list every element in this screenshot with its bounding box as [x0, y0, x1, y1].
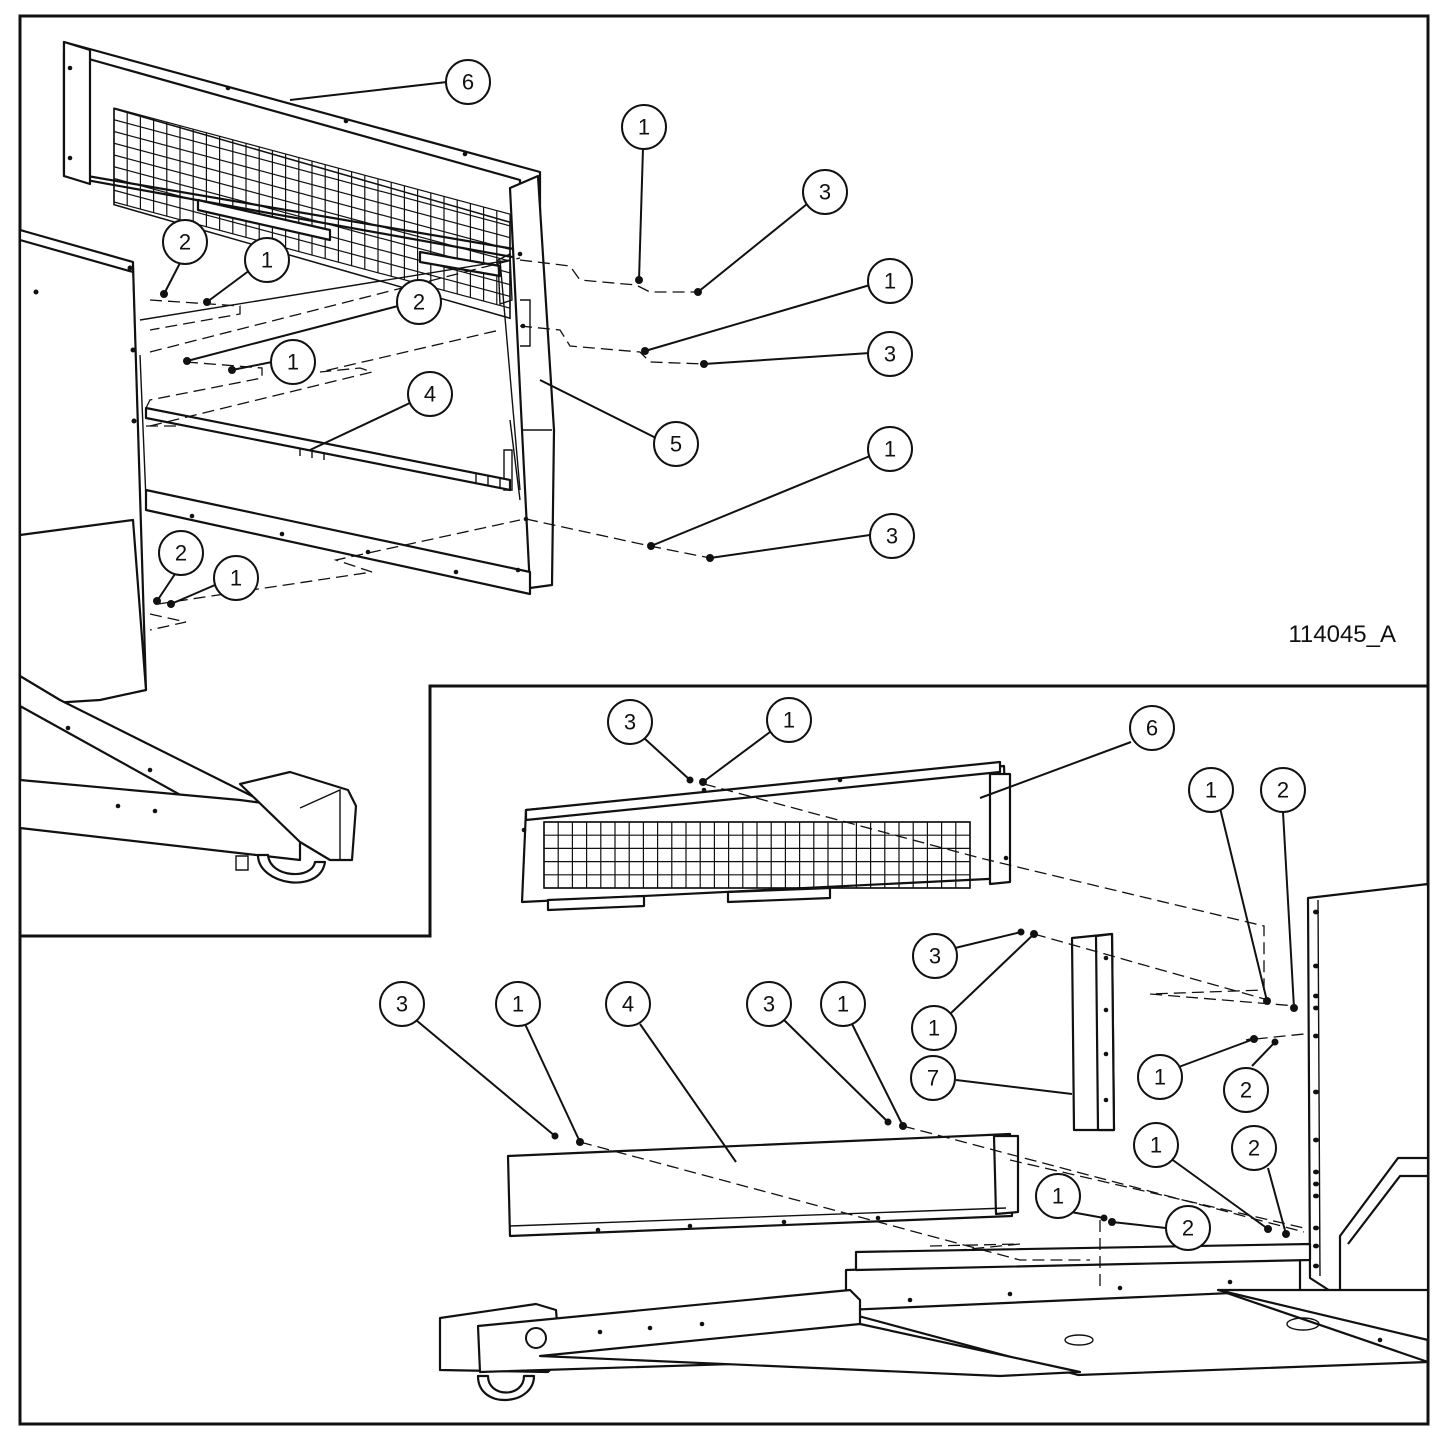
lower-assembly-lines [579, 783, 1305, 1290]
callout-label: 2 [413, 290, 425, 315]
callout-u1f: 1 [213, 555, 259, 601]
callout-label: 1 [783, 708, 795, 733]
upper-front-panel [139, 252, 521, 501]
callout-l2c: 2 [1231, 1125, 1277, 1171]
callout-label: 2 [1182, 1216, 1194, 1241]
upper-base-frame [18, 674, 358, 884]
callout-label: 1 [287, 350, 299, 375]
callout-l1h: 1 [1035, 1173, 1081, 1219]
callout-u2c: 2 [158, 530, 204, 576]
callout-label: 3 [819, 180, 831, 205]
upper-cabinet [18, 228, 148, 707]
callout-label: 1 [928, 1016, 940, 1041]
callout-label: 1 [1154, 1065, 1166, 1090]
callout-label: 3 [929, 944, 941, 969]
callout-label: 7 [927, 1066, 939, 1091]
upper-side-panel [508, 174, 556, 590]
upper-view: 6 1 3 2 1 1 2 3 1 4 5 1 3 2 1 114045_A [18, 40, 1396, 884]
callout-u1b: 1 [244, 237, 290, 283]
callout-l4: 4 [605, 981, 651, 1027]
callout-l3b: 3 [912, 933, 958, 979]
callout-label: 1 [1150, 1133, 1162, 1158]
callout-l7: 7 [910, 1055, 956, 1101]
callout-label: 4 [622, 992, 634, 1017]
callout-u3b: 3 [867, 331, 913, 377]
lower-boom [438, 1288, 1082, 1402]
callout-l1d: 1 [495, 981, 541, 1027]
callout-l3a: 3 [607, 699, 653, 745]
callout-l3d: 3 [746, 981, 792, 1027]
callout-l6: 6 [1129, 705, 1175, 751]
callout-label: 1 [884, 269, 896, 294]
lower-rail [506, 1132, 1020, 1238]
callout-u3c: 3 [869, 513, 915, 559]
lower-base-platform [834, 1242, 1430, 1377]
callout-l2d: 2 [1165, 1205, 1211, 1251]
callout-u1c: 1 [867, 258, 913, 304]
callout-u1d: 1 [270, 339, 316, 385]
callout-u2b: 2 [396, 279, 442, 325]
callout-u1a: 1 [621, 104, 667, 150]
lower-channel [1070, 932, 1116, 1132]
upper-leaders [156, 81, 871, 605]
callout-u5: 5 [653, 421, 699, 467]
callout-u6: 6 [445, 59, 491, 105]
callout-label: 3 [763, 992, 775, 1017]
lower-view: 3 1 6 1 2 3 1 3 1 4 3 1 7 1 2 1 2 1 2 [379, 697, 1430, 1402]
callout-l3c: 3 [379, 981, 425, 1027]
callout-label: 4 [424, 382, 436, 407]
callout-u2a: 2 [162, 219, 208, 265]
callout-label: 2 [179, 230, 191, 255]
callout-label: 2 [1277, 778, 1289, 803]
callout-label: 3 [396, 992, 408, 1017]
callout-label: 1 [837, 992, 849, 1017]
drawing-id: 114045_A [1288, 621, 1396, 648]
callout-l1b: 1 [1188, 767, 1234, 813]
callout-label: 6 [462, 70, 474, 95]
callout-l1c: 1 [911, 1005, 957, 1051]
callout-label: 1 [512, 992, 524, 1017]
lower-leaders [415, 731, 1295, 1235]
callout-u4: 4 [407, 371, 453, 417]
callout-label: 1 [261, 248, 273, 273]
callout-label: 2 [1240, 1078, 1252, 1103]
callout-l2a: 2 [1260, 767, 1306, 813]
callout-l1a: 1 [766, 697, 812, 743]
callout-label: 3 [886, 524, 898, 549]
callout-label: 3 [884, 342, 896, 367]
callout-label: 1 [1052, 1184, 1064, 1209]
upper-cross-rail [144, 406, 512, 492]
callout-label: 3 [624, 710, 636, 735]
callout-label: 6 [1146, 716, 1158, 741]
lower-view-frame [20, 684, 1428, 938]
callout-l1g: 1 [1133, 1122, 1179, 1168]
upper-grille-panel [62, 40, 542, 320]
callout-label: 1 [230, 566, 242, 591]
callout-label: 1 [1205, 778, 1217, 803]
outer-frame [18, 14, 1430, 1426]
callout-l2b: 2 [1223, 1067, 1269, 1113]
lower-grille-grid [543, 821, 971, 889]
callout-l1f: 1 [1137, 1054, 1183, 1100]
callout-label: 2 [1248, 1136, 1260, 1161]
upper-bottom-rail [144, 488, 532, 596]
lower-grille-panel [520, 760, 1012, 912]
callout-label: 1 [884, 437, 896, 462]
callout-label: 1 [638, 115, 650, 140]
callout-l1e: 1 [820, 981, 866, 1027]
callout-u1e: 1 [867, 426, 913, 472]
callout-u3a: 3 [802, 169, 848, 215]
callout-label: 5 [670, 432, 682, 457]
callout-label: 2 [175, 541, 187, 566]
